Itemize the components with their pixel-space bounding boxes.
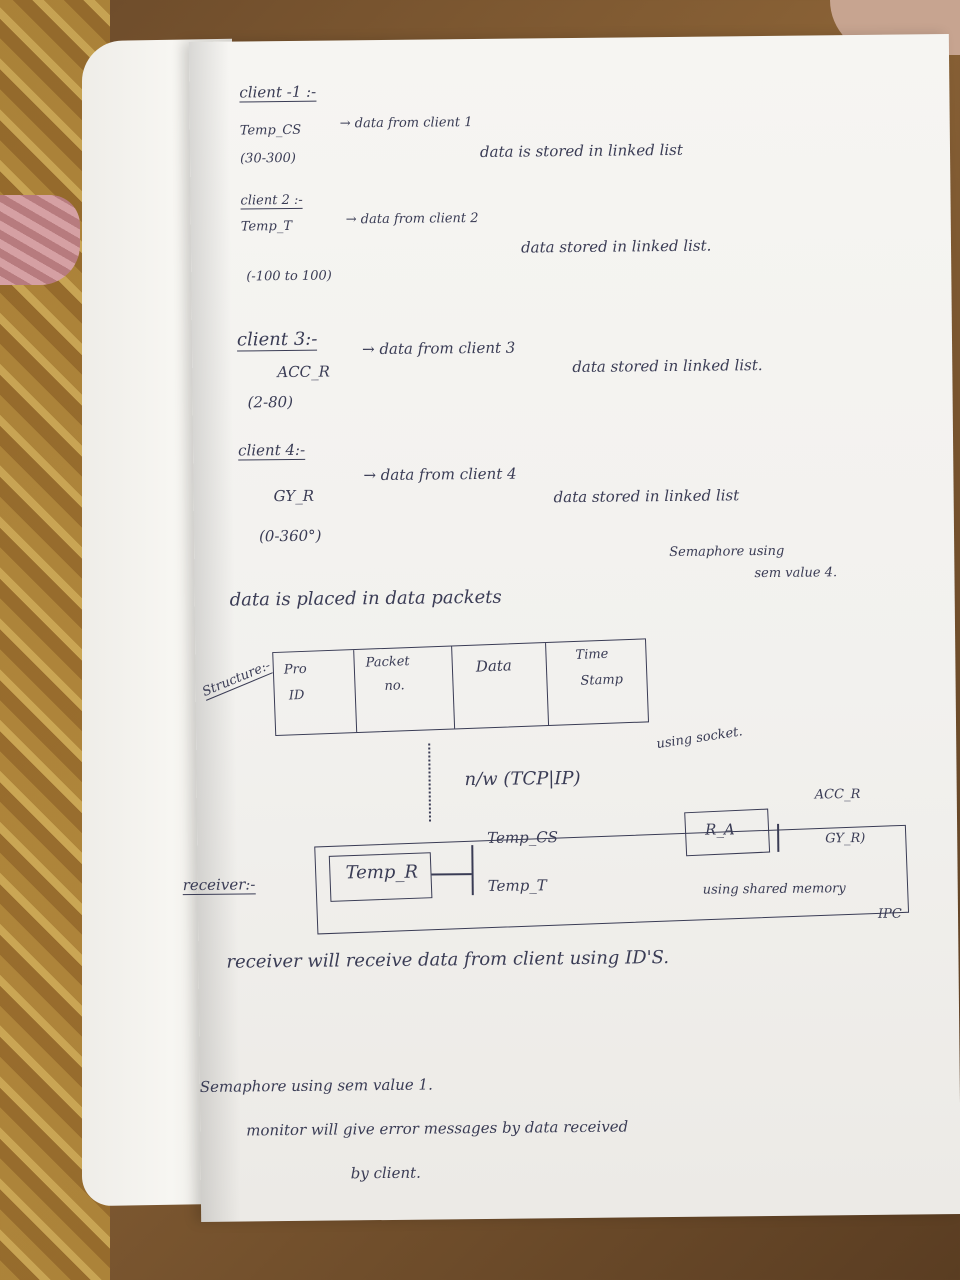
ipc-label: IPC xyxy=(877,906,902,922)
client2-arrow: → data from client 2 xyxy=(345,210,479,228)
temp-cs-label: Temp_CS xyxy=(487,828,559,847)
client3-range: (2-80) xyxy=(247,392,294,412)
gy-r-label: GY_R) xyxy=(825,830,866,847)
monitor-note-2: by client. xyxy=(350,1163,421,1183)
structure-cell-3-line1: Data xyxy=(475,656,513,676)
network-socket: using socket. xyxy=(655,724,744,753)
client4-range: (0-360°) xyxy=(258,526,322,546)
client1-stored: data is stored in linked list xyxy=(479,140,683,161)
client3-arrow: → data from client 3 xyxy=(361,338,516,359)
packets-text: data is placed in data packets xyxy=(229,586,502,611)
client1-heading: client -1 :- xyxy=(239,82,317,103)
network-arrow xyxy=(428,743,432,822)
semaphore-note: Semaphore using sem value 1. xyxy=(199,1075,433,1096)
shared-memory-label: using shared memory xyxy=(702,881,846,898)
client2-range: (-100 to 100) xyxy=(246,268,332,285)
notebook-page: client -1 :- Temp_CS → data from client … xyxy=(182,34,960,1222)
temp-r-label: Temp_R xyxy=(345,861,419,884)
semaphore-text-2: sem value 4. xyxy=(754,565,838,582)
client2-stored: data stored in linked list. xyxy=(520,236,712,257)
client4-sensor: GY_R xyxy=(273,486,315,506)
client4-stored: data stored in linked list xyxy=(553,486,740,507)
structure-cell-1-line2: ID xyxy=(288,687,305,704)
receiver-note: receiver will receive data from client u… xyxy=(226,947,670,973)
receiver-label: receiver:- xyxy=(182,875,256,896)
structure-cell-4-line2: Stamp xyxy=(580,672,624,689)
structure-cell-2-line1: Packet xyxy=(365,654,410,671)
client3-stored: data stored in linked list. xyxy=(572,356,763,377)
client3-sensor: ACC_R xyxy=(277,362,330,382)
semaphore-text-1: Semaphore using xyxy=(669,543,785,561)
temp-t-label: Temp_T xyxy=(487,876,547,895)
client2-heading: client 2 :- xyxy=(240,192,303,210)
client2-sensor: Temp_T xyxy=(240,218,293,235)
structure-cell-4-line1: Time xyxy=(575,646,609,663)
r-a-label: R_A xyxy=(705,820,735,839)
structure-cell-1-line1: Pro xyxy=(283,661,307,678)
client3-heading: client 3:- xyxy=(236,328,318,352)
structure-table: Pro ID Packet no. Data Time Stamp xyxy=(272,638,650,737)
acc-r-label: ACC_R xyxy=(814,787,861,803)
network-label: n/w (TCP|IP) xyxy=(464,767,581,791)
monitor-note-1: monitor will give error messages by data… xyxy=(246,1117,629,1140)
background-cloth xyxy=(0,195,80,285)
client1-range: (30-300) xyxy=(239,150,297,167)
client4-heading: client 4:- xyxy=(238,440,306,461)
client1-arrow: → data from client 1 xyxy=(339,115,473,132)
client1-sensor: Temp_CS xyxy=(239,122,302,139)
client4-arrow: → data from client 4 xyxy=(363,464,517,485)
structure-cell-2-line2: no. xyxy=(384,678,405,694)
